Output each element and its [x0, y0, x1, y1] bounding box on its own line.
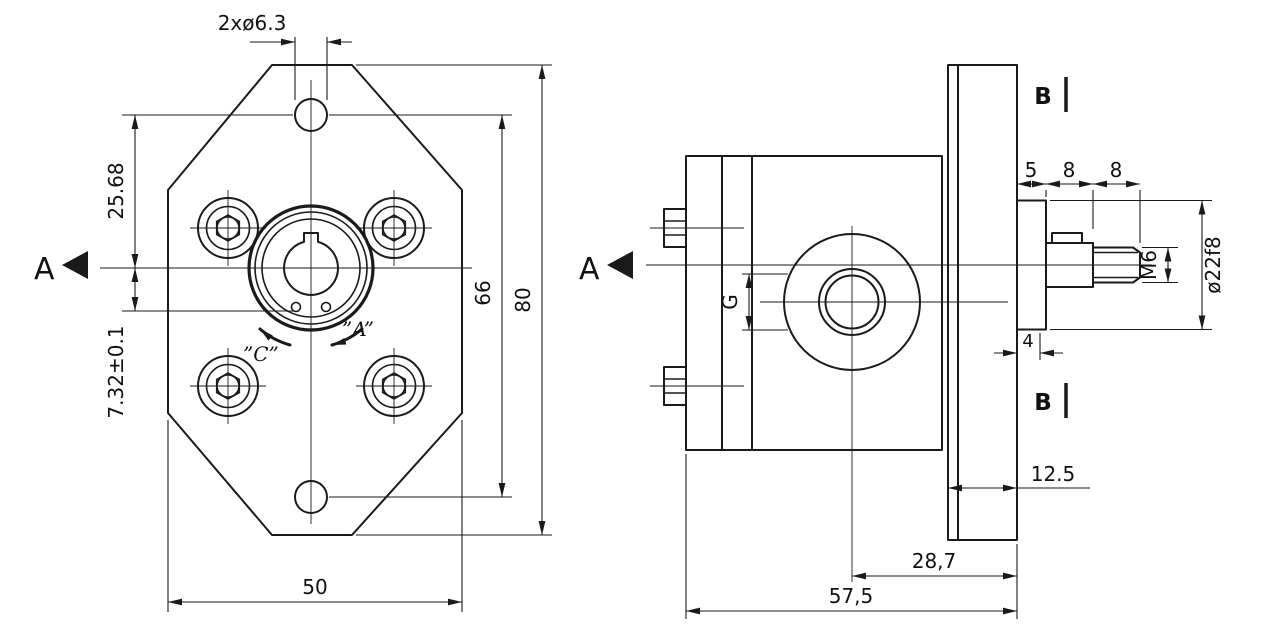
dimension-text: 7.32±0.1 [104, 325, 128, 418]
mounting-hole-top [294, 98, 328, 132]
section-label: B [1034, 390, 1052, 416]
mounting-hole-bottom [294, 480, 328, 514]
threaded-end [1092, 246, 1141, 284]
boss-circle-outer [783, 233, 921, 371]
port-label-a: ”A” [342, 317, 374, 341]
ring-eye-hole-right [320, 301, 332, 313]
boss-circle-mid [818, 268, 886, 336]
rotation-arc-c [258, 327, 292, 347]
dimension-text: 80 [511, 287, 535, 312]
stud-nut-top [650, 208, 744, 248]
dim-center-to-face: 28,7 [852, 544, 1018, 619]
shaft-assembly [1016, 199, 1141, 331]
front-view: ”A” ”C” A 2xø6.3 25.68 7.32±0.1 [34, 11, 552, 612]
dim-shaft-steps: 5 8 8 [1017, 158, 1141, 243]
dim-lower-offset: 7.32±0.1 [104, 268, 294, 419]
dim-thread-size: M6 [1137, 246, 1178, 284]
keyed-shaft-bore [283, 232, 339, 296]
rotation-arc-a [330, 327, 364, 347]
socket-screw-bottom-right [355, 347, 433, 425]
stud-nut-bottom [650, 366, 744, 406]
dimension-text: 8 [1110, 158, 1123, 182]
dimension-text: G [718, 294, 742, 310]
dimension-text: 28,7 [912, 549, 957, 573]
view-direction-a-front: A [34, 251, 88, 287]
dim-overall-width: 50 [167, 420, 463, 612]
dimension-text: 66 [471, 280, 495, 305]
boss-inner-circle [261, 218, 361, 318]
dimension-text: 5 [1025, 158, 1038, 182]
dim-pilot-diameter: ø22f8 [1050, 199, 1225, 331]
dimension-text: 57,5 [829, 584, 874, 608]
dim-top-holes: 2xø6.3 [218, 11, 352, 100]
nut-outline [663, 366, 687, 406]
nut-outline [663, 208, 687, 248]
section-mark-b-top: B [1034, 77, 1068, 112]
dim-upper-offset: 25.68 [104, 114, 293, 268]
dimension-text: ø22f8 [1201, 236, 1225, 293]
view-direction-arrow [62, 251, 88, 279]
dim-groove: 4 [994, 331, 1063, 360]
ring-eye-hole-left [290, 301, 302, 313]
view-direction-a-side: A [579, 251, 633, 287]
dimension-text: 25.68 [104, 162, 128, 219]
view-label: A [579, 252, 600, 287]
shaft-boss [247, 204, 375, 332]
socket-screw-top-right [355, 189, 433, 267]
dimension-text: 12.5 [1031, 462, 1076, 486]
side-view: A [579, 64, 1225, 619]
section-label: B [1034, 84, 1052, 110]
shaft-key [1051, 232, 1083, 244]
pump-body-outline [685, 155, 943, 451]
port-label-c: ”C” [243, 342, 279, 366]
boss-ring-circle [254, 211, 368, 325]
view-label: A [34, 252, 55, 287]
section-mark-b-bottom: B [1034, 383, 1068, 418]
dim-overall-height: 80 [356, 64, 552, 536]
dimension-text: 8 [1063, 158, 1076, 182]
dimension-text: 2xø6.3 [218, 11, 287, 35]
rotation-marks: ”A” ”C” [243, 317, 374, 366]
dim-hole-spacing: 66 [329, 114, 512, 498]
view-direction-arrow [607, 251, 633, 279]
dimension-text: M6 [1137, 250, 1161, 280]
boss-outer-circle [247, 204, 375, 332]
dimension-text: 4 [1022, 331, 1033, 352]
dim-flange-thickness: 12.5 [948, 462, 1090, 492]
port-boss-circles [760, 226, 1008, 582]
boss-circle-inner [824, 274, 880, 330]
flange-outline [167, 64, 463, 536]
dim-port-g: G [718, 273, 788, 331]
socket-screw-top-left [189, 189, 267, 267]
dim-total-length: 57,5 [685, 454, 1017, 619]
dimension-text: 50 [302, 575, 327, 599]
